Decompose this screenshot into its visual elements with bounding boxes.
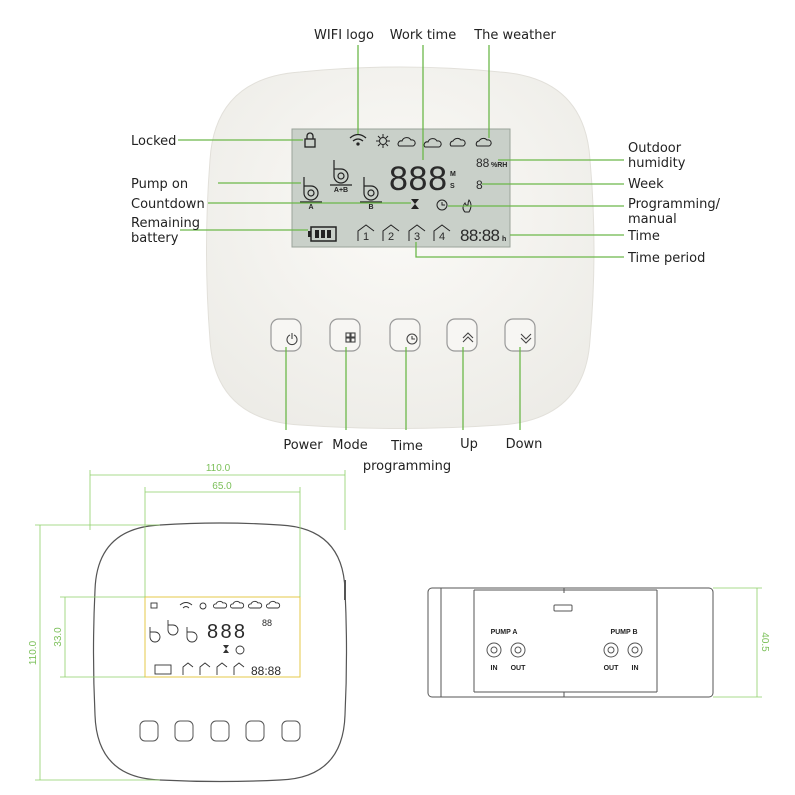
battery-callout-line1: Remaining — [131, 216, 200, 231]
wifi-icon — [349, 133, 367, 146]
drawing-down-button — [281, 720, 301, 742]
clock-icon — [406, 333, 418, 345]
time-programming-button[interactable] — [389, 318, 421, 352]
chevron-down-icon — [520, 333, 532, 344]
down-callout: Down — [506, 437, 543, 452]
side-view-drawing: PUMP A PUMP B IN OUT OUT IN — [427, 587, 714, 698]
pump-a-out-port — [510, 642, 526, 658]
drawing-time-button — [210, 720, 230, 742]
pump-b-out-label: OUT — [604, 665, 620, 672]
svg-text:3: 3 — [414, 231, 420, 243]
pump-b-out-port — [603, 642, 619, 658]
work-time-callout: Work time — [390, 28, 456, 43]
drawing-clock-digits: 88:88 — [251, 664, 281, 678]
period-3-icon: 3 — [408, 224, 426, 243]
humidity-unit: %RH — [491, 162, 507, 169]
programming-callout-line2: manual — [628, 212, 677, 227]
pump-a-label: A — [308, 204, 313, 211]
time-programming-callout-line1: Time — [390, 439, 423, 454]
lock-icon — [304, 132, 316, 148]
front-dimension-drawing: 888 88 88:88 110.0 65.0 110.0 33.0 40.5 — [28, 463, 770, 783]
pump-b-port-label: PUMP B — [610, 629, 637, 636]
battery-icon — [308, 226, 337, 242]
up-button[interactable] — [446, 318, 478, 352]
pump-a-icon — [300, 177, 322, 203]
power-callout: Power — [283, 438, 323, 453]
power-button[interactable] — [270, 318, 302, 352]
cloud-icon — [423, 138, 442, 148]
pump-a-out-label: OUT — [511, 665, 527, 672]
lcd-width-dimension: 65.0 — [212, 481, 232, 492]
pump-b-icon — [360, 177, 382, 203]
pump-a-in-port — [486, 642, 502, 658]
svg-text:1: 1 — [363, 231, 369, 243]
rain-icon — [449, 137, 466, 147]
hourglass-icon — [411, 199, 419, 209]
week-digit: 8 — [476, 178, 483, 192]
callout-lines — [178, 45, 624, 430]
drawing-up-button — [245, 720, 265, 742]
humidity-callout-line1: Outdoor — [628, 141, 682, 156]
sun-icon — [376, 134, 390, 148]
clock-unit: h — [502, 236, 506, 243]
weather-callout: The weather — [473, 28, 556, 43]
period-1-icon: 1 — [357, 224, 375, 243]
drawing-power-button — [139, 720, 159, 742]
outer-width-dimension: 110.0 — [206, 463, 231, 474]
week-callout: Week — [628, 177, 664, 192]
drawing-work-time-digits: 888 — [207, 621, 245, 643]
up-callout: Up — [460, 437, 478, 452]
pump-a-port-label: PUMP A — [491, 629, 518, 636]
wifi-callout: WIFI logo — [314, 28, 374, 43]
partly-cloudy-icon — [397, 137, 416, 147]
pump-a-in-label: IN — [491, 665, 498, 672]
clock-digits: 88:88 — [460, 226, 500, 245]
work-time-digits: 888 — [389, 160, 447, 198]
power-icon — [286, 333, 298, 346]
time-period-callout: Time period — [627, 251, 705, 266]
period-2-icon: 2 — [382, 224, 400, 243]
locked-callout: Locked — [131, 134, 176, 149]
depth-dimension: 40.5 — [759, 632, 770, 652]
countdown-callout: Countdown — [131, 197, 205, 212]
mode-callout: Mode — [332, 438, 367, 453]
time-callout: Time — [627, 229, 660, 244]
mode-button[interactable] — [329, 318, 361, 352]
unit-minutes: M — [450, 171, 456, 178]
svg-text:2: 2 — [388, 231, 394, 243]
pump-b-in-port — [627, 642, 643, 658]
unit-seconds: S — [450, 183, 455, 190]
clock-icon — [436, 199, 448, 211]
programming-callout-line1: Programming/ — [628, 197, 721, 212]
mode-icon — [345, 332, 356, 343]
time-programming-callout-line2: programming — [363, 459, 451, 474]
outer-height-dimension: 110.0 — [28, 640, 39, 665]
usb-port-icon — [553, 604, 573, 612]
snow-icon — [475, 137, 492, 147]
chevron-up-icon — [462, 332, 474, 343]
pump-b-in-label: IN — [632, 665, 639, 672]
humidity-callout-line2: humidity — [628, 156, 686, 171]
drawing-mode-button — [174, 720, 194, 742]
pump-ab-label: A+B — [334, 187, 348, 194]
lcd-height-dimension: 33.0 — [53, 627, 64, 647]
pump-ab-icon — [330, 160, 352, 186]
pump-b-label: B — [368, 204, 373, 211]
humidity-digits: 88 — [476, 156, 490, 170]
drawing-humidity-digits: 88 — [262, 618, 272, 628]
thermostat-front: A A+B B 888 M S 88 %RH 8 1 2 3 4 88:88 h — [206, 66, 595, 429]
svg-text:4: 4 — [439, 231, 445, 243]
period-4-icon: 4 — [433, 224, 451, 243]
battery-callout-line2: battery — [131, 231, 179, 246]
pump-on-callout: Pump on — [131, 177, 188, 192]
